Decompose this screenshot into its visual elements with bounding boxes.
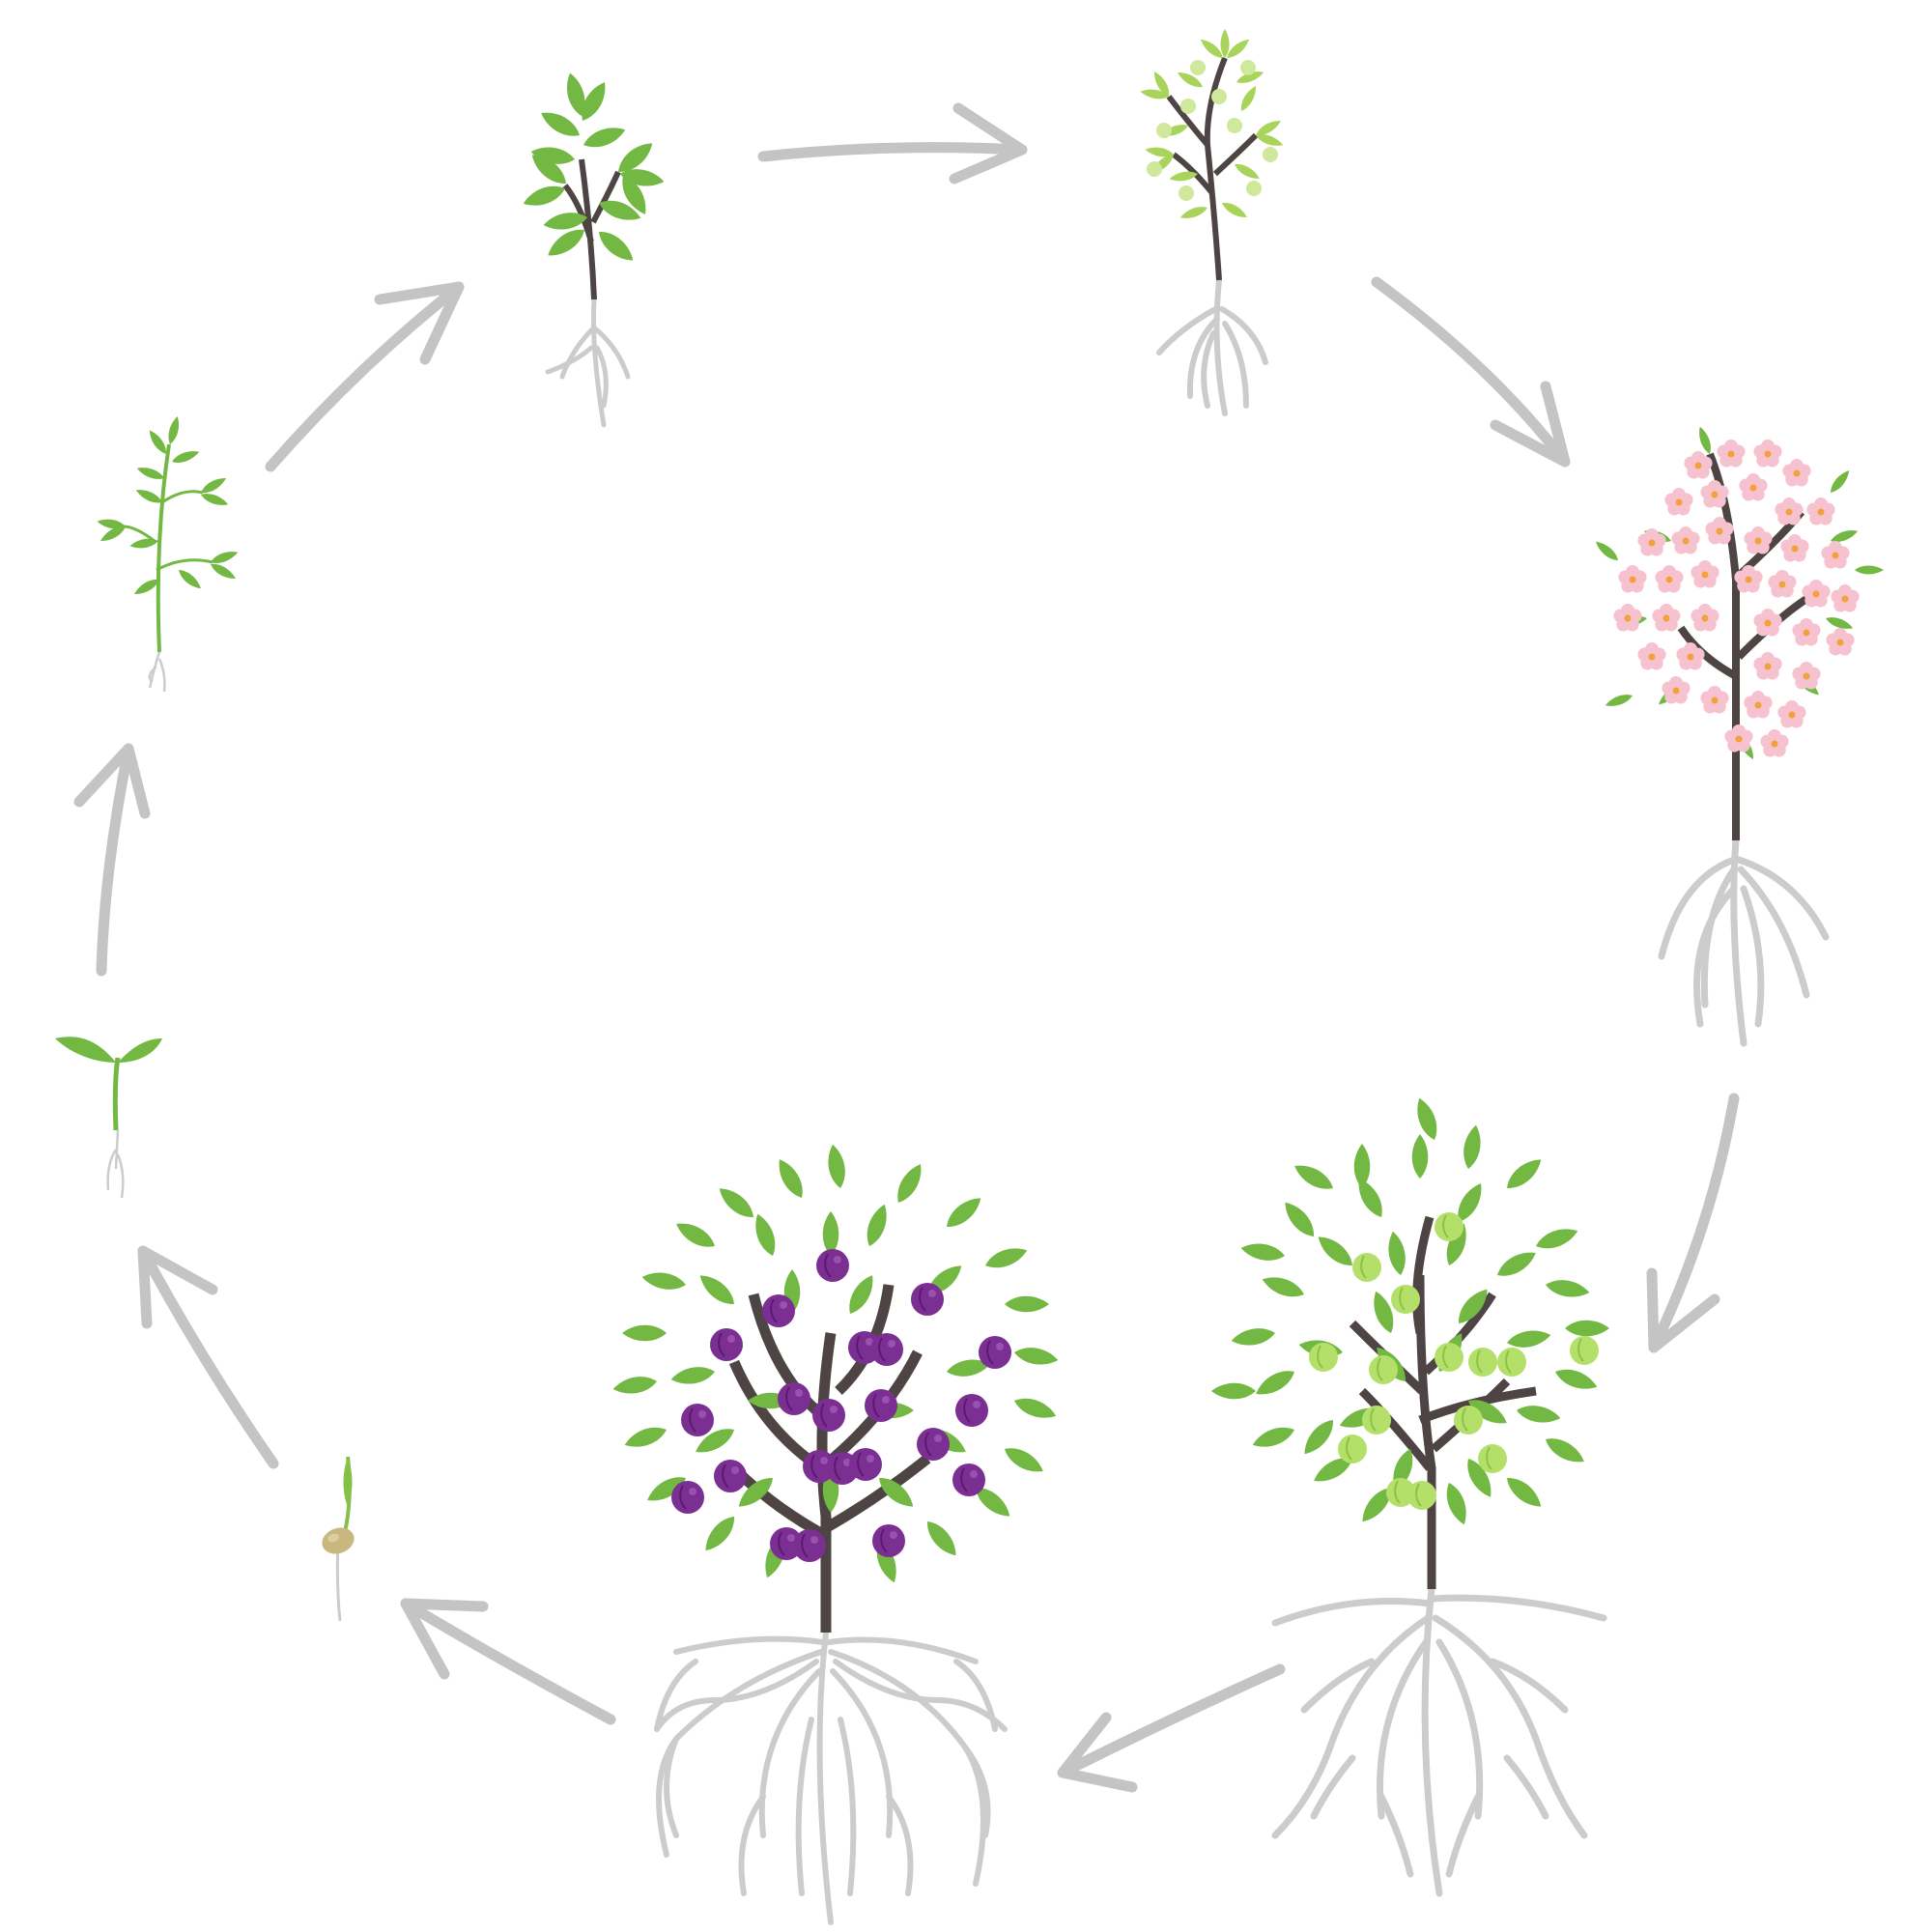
sprout-icon: [55, 1037, 162, 1199]
arrow-seedling-to-young-plant-icon: [265, 281, 465, 472]
ripe-plum-tree-icon: [611, 1143, 1060, 1925]
young-plant-icon: [520, 71, 666, 428]
buds: [1139, 29, 1285, 222]
budding-tree-icon: [1139, 29, 1285, 416]
arrow-flowering-tree-to-green-fruit-tree-icon: [1646, 1093, 1740, 1353]
flowering-tree-icon: [1593, 425, 1884, 1047]
germinating-seed-icon: [322, 1456, 355, 1622]
arrow-budding-tree-to-flowering-tree-icon: [1371, 276, 1571, 468]
arrow-seed-to-sprout-icon: [137, 1245, 279, 1469]
arrow-ripe-plum-tree-to-seed-icon: [400, 1598, 616, 1725]
seedling-icon: [96, 414, 240, 693]
arrow-young-plant-to-budding-tree-icon: [757, 102, 1028, 185]
arrow-green-fruit-tree-to-ripe-plum-tree-icon: [1057, 1663, 1286, 1793]
green-fruit-tree-icon: [1211, 1094, 1609, 1897]
arrow-sprout-to-seedling-icon: [73, 743, 151, 977]
cycle-arrows: [73, 102, 1740, 1793]
